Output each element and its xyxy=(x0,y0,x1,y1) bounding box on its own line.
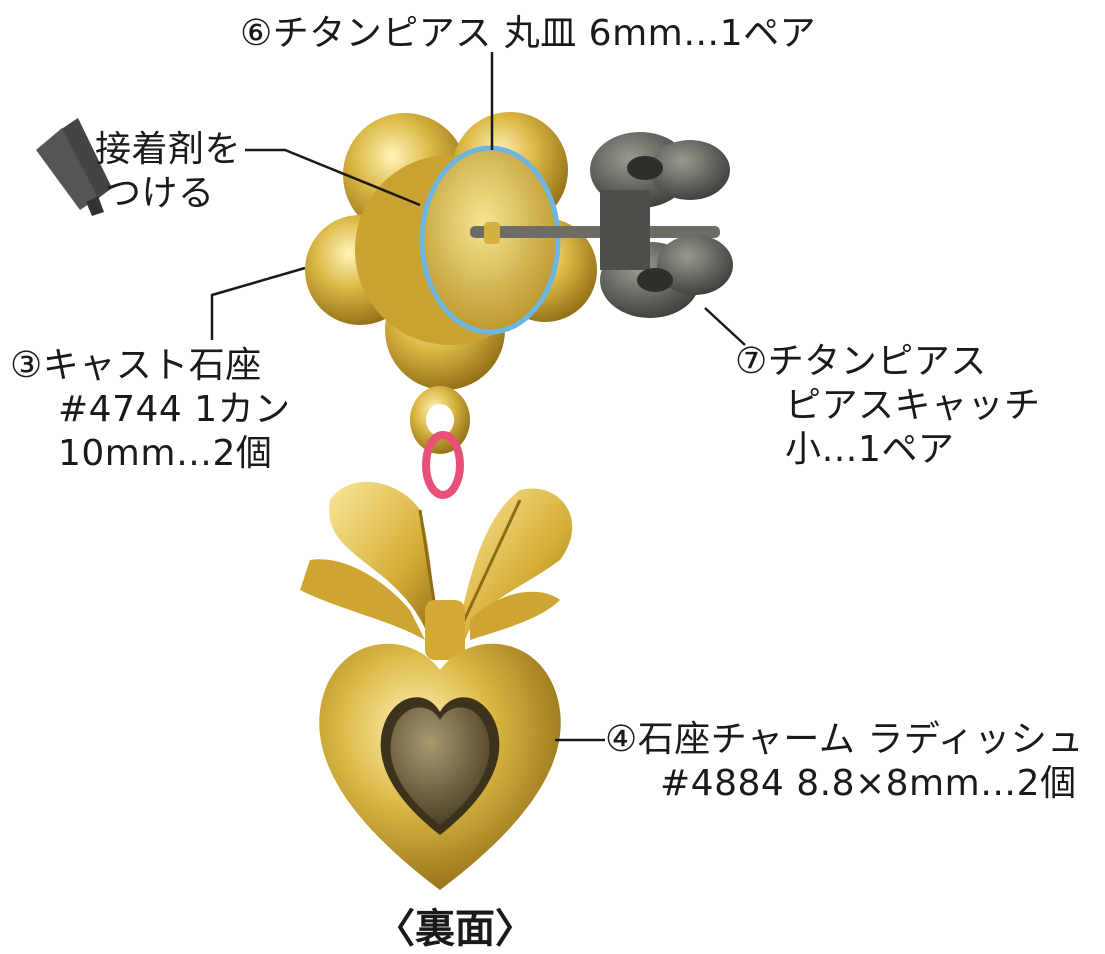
setting-loop xyxy=(410,386,470,454)
jump-ring xyxy=(422,431,464,499)
glue-tube-icon xyxy=(36,118,112,216)
earring-catch xyxy=(590,132,733,318)
label-cast-setting: ③キャスト石座 #4744 1カン 10mm…2個 xyxy=(10,345,291,474)
label-heart-charm: ④石座チャーム ラディッシュ #4884 8.8×8mm…2個 xyxy=(605,719,1084,804)
caption-back-side: 〈裏面〉 xyxy=(375,906,535,952)
label-glue: 接着剤を つける xyxy=(95,129,242,214)
leader-lines xyxy=(210,52,746,742)
radish-leaves xyxy=(300,481,573,660)
heart-charm xyxy=(319,643,561,890)
label-titanium-flat-pad: ⑥チタンピアス 丸皿 6mm…1ペア xyxy=(240,13,817,54)
label-earring-catch: ⑦チタンピアス ピアスキャッチ 小…1ペア xyxy=(735,341,1041,470)
post-pin xyxy=(470,222,720,244)
